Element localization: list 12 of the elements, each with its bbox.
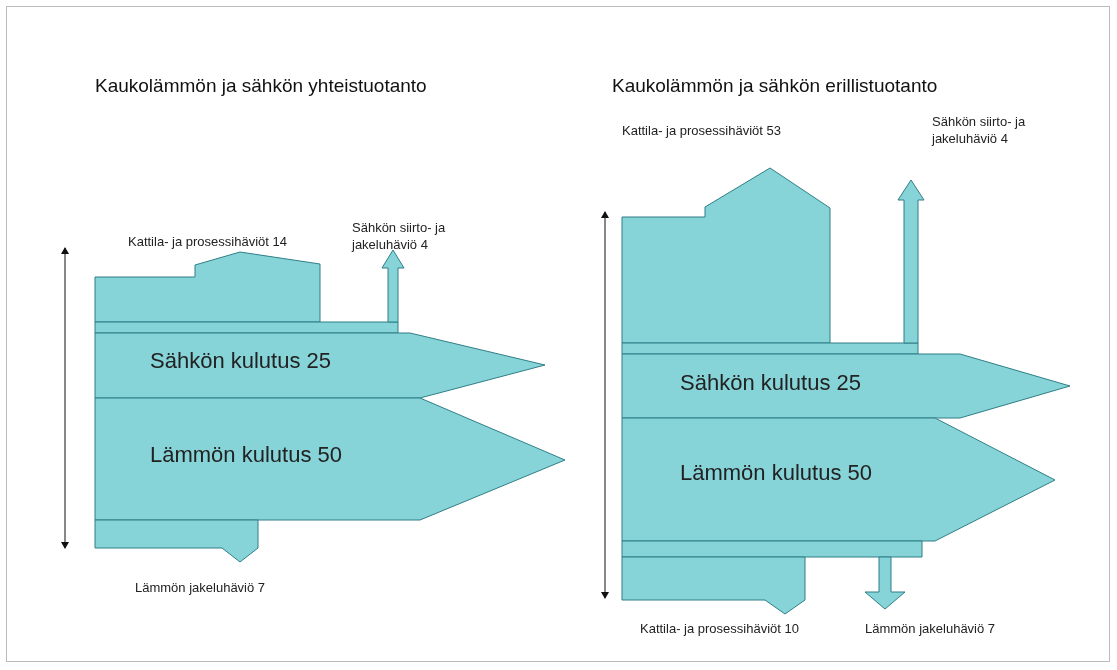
panel-title: Kaukolämmön ja sähkön erillistuotanto xyxy=(612,74,938,98)
loss-label: Kattila- ja prosessihäviöt 10 xyxy=(640,620,800,637)
loss-label: Lämmön jakeluhäviö 7 xyxy=(865,620,997,637)
loss-label: Kattila- ja prosessihäviöt 53 xyxy=(622,122,782,139)
panel-title: Kaukolämmön ja sähkön yhteistuotanto xyxy=(95,74,427,98)
flow-label: Lämmön kulutus 50 xyxy=(150,444,342,466)
flow-label: Sähkön kulutus 25 xyxy=(150,350,332,372)
loss-label: Sähkön siirto- ja jakeluhäviö 4 xyxy=(352,219,447,253)
loss-label: Lämmön jakeluhäviö 7 xyxy=(135,579,267,596)
flow-label: Lämmön kulutus 50 xyxy=(680,462,872,484)
loss-label: Sähkön siirto- ja jakeluhäviö 4 xyxy=(932,113,1027,147)
flow-label: Sähkön kulutus 25 xyxy=(680,372,862,394)
